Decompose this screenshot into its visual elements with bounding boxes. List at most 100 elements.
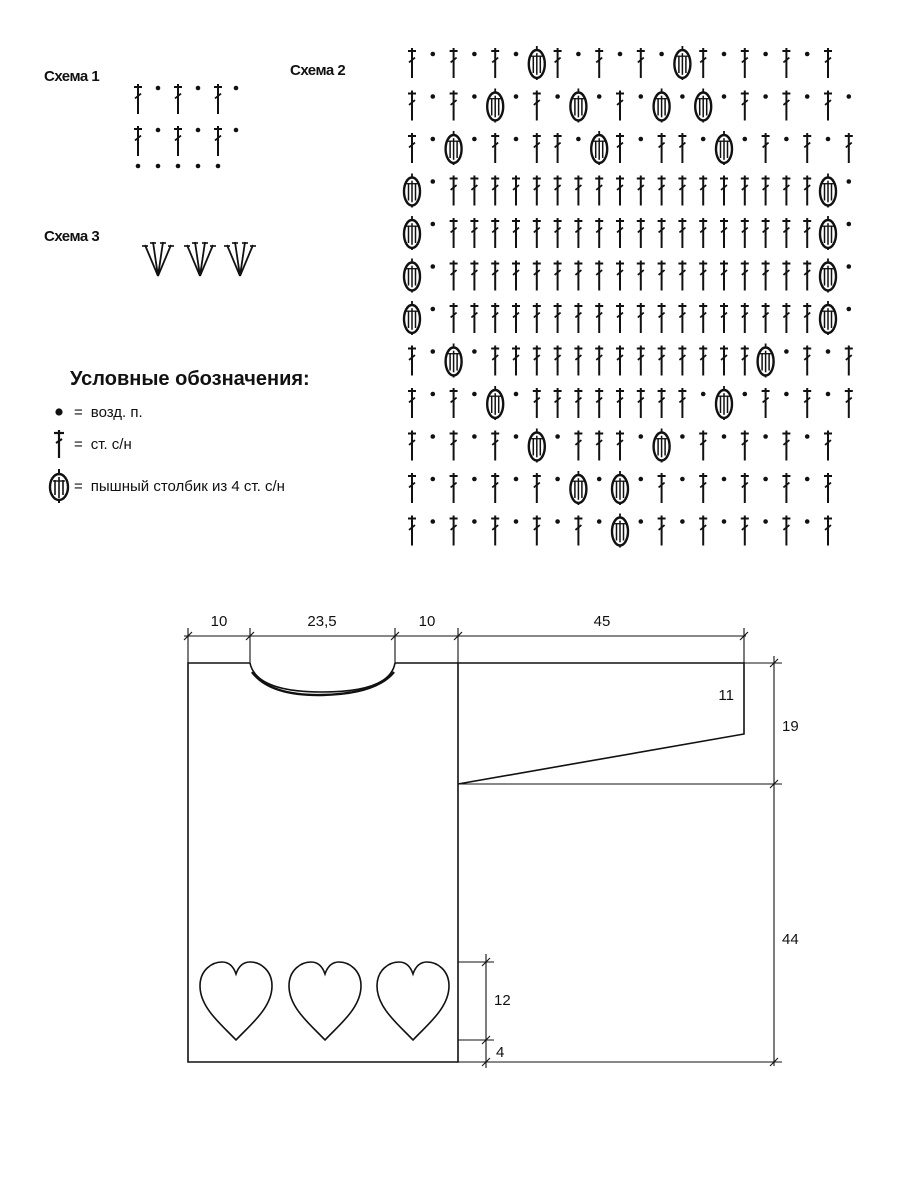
chain-dot [804,51,810,57]
double-crochet-symbol [532,260,541,291]
double-crochet-symbol [470,303,479,333]
double-crochet-symbol [740,473,749,503]
double-crochet-symbol [595,345,604,376]
chain-dot [763,476,768,482]
puff-stitch-symbol [527,46,547,80]
chain-dot [430,179,436,184]
double-crochet-symbol [174,126,182,156]
double-crochet-symbol [616,430,624,461]
chain-dot [804,434,810,439]
double-crochet-symbol [636,175,645,206]
puff-stitch-symbol [818,216,838,250]
double-crochet-symbol [449,260,458,291]
legend-equals: = [74,403,83,421]
double-crochet-symbol [740,430,749,461]
double-crochet-symbol [574,175,583,206]
dim-body-length: 44 [782,931,799,948]
puff-stitch-symbol [485,386,505,420]
chain-dot [195,85,201,91]
double-crochet-symbol [134,84,142,114]
puff-stitch-symbol [673,46,692,80]
chain-dot [513,519,519,524]
chain-dot [617,51,623,57]
double-crochet-symbol [174,84,182,114]
top-dimensions [183,628,749,663]
double-crochet-symbol [824,90,832,121]
double-crochet-symbol [470,260,479,291]
puff-stitch-symbol [818,258,838,293]
chain-dot [430,476,436,482]
double-crochet-symbol [824,430,832,461]
scheme-1-label: Схема 1 [44,68,100,85]
chain-dot [576,136,581,142]
double-crochet-symbol [782,218,791,248]
chain-dot [472,391,477,397]
chain-dot [430,264,436,269]
chain-dot [825,391,831,397]
double-crochet-symbol [491,133,500,163]
double-crochet-symbol [532,303,541,333]
puff-stitch-symbol [402,173,422,208]
puff-stitch-symbol [485,88,505,123]
legend-equals: = [74,435,83,453]
chain-dot [472,51,477,57]
double-crochet-symbol [720,303,728,333]
chain-dot [430,519,436,524]
puff-stitch-symbol [569,471,588,505]
puff-stitch-symbol [714,386,734,420]
chain-dot [846,264,852,269]
double-crochet-symbol [574,303,583,333]
double-crochet-symbol [657,303,666,333]
double-crochet-symbol [408,388,416,418]
chain-dot [721,94,727,99]
double-crochet-symbol [616,133,624,163]
double-crochet-symbol [761,218,770,248]
double-crochet-symbol [595,48,604,78]
double-crochet-symbol [678,303,687,333]
double-crochet-symbol [408,90,416,121]
double-crochet-symbol [844,133,853,163]
chain-dot [576,51,581,57]
double-crochet-symbol [491,430,500,461]
double-crochet-symbol [699,515,708,546]
chain-dot [195,163,201,169]
double-crochet-symbol [134,126,142,156]
chain-dot [233,127,239,133]
chain-dot-icon [55,408,63,416]
double-crochet-symbol [636,260,645,291]
puff-stitch-symbol [402,301,422,335]
double-crochet-symbol [824,473,832,503]
double-crochet-symbol [532,473,541,503]
double-crochet-symbol [553,175,562,206]
chain-dot [638,476,644,482]
chain-dot [700,136,706,142]
double-crochet-symbol [553,345,562,376]
double-crochet-symbol [803,303,812,333]
right-dimensions [458,656,782,1067]
double-crochet-symbol [616,175,624,206]
double-crochet-symbol [574,515,583,546]
double-crochet-symbol [532,515,541,546]
double-crochet-symbol [595,175,604,206]
puff-stitch-symbol [756,343,775,378]
chain-dot [763,519,768,524]
puff-stitch-symbol [589,131,609,165]
double-crochet-symbol [699,473,708,503]
double-crochet-symbol [449,175,458,206]
double-crochet-symbol [595,303,604,333]
puff-stitch-symbol [610,513,630,548]
double-crochet-symbol [553,260,562,291]
double-crochet-symbol [408,515,416,546]
double-crochet-symbol [616,260,624,291]
double-crochet-symbol [470,218,479,248]
double-crochet-symbol [532,218,541,248]
chain-dot [846,306,852,312]
chain-dot [846,221,852,227]
chain-dot [555,94,560,99]
double-crochet-symbol [782,260,791,291]
fan-stitch-symbol [184,241,216,277]
puff-stitch-symbol [610,471,630,505]
double-crochet-symbol [761,175,770,206]
puff-stitch-symbol [444,343,463,378]
sleeve-outline [457,662,745,785]
